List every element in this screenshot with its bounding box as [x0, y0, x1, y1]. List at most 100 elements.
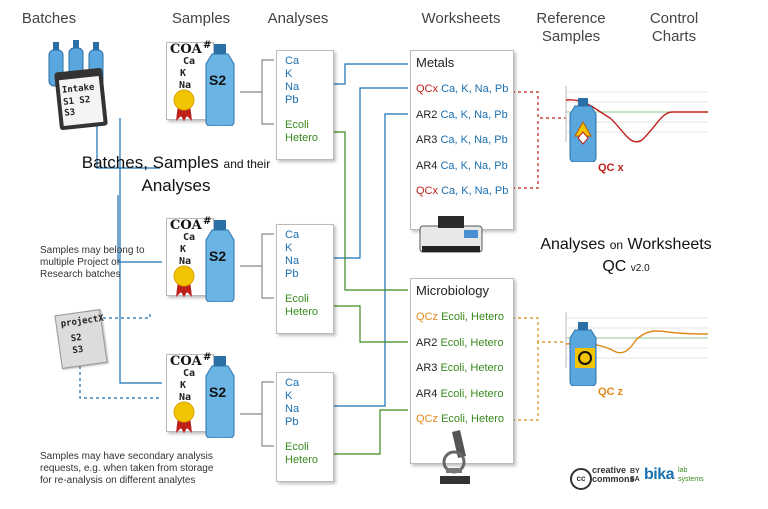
- connector-line: [325, 87, 408, 259]
- connector-line: [240, 233, 274, 267]
- worksheet-row: QCx Ca, K, Na, Pb: [416, 83, 508, 95]
- bika-logo: bika: [644, 466, 675, 483]
- analyses-sheet-3: [276, 372, 334, 482]
- reference-bottle-z-icon: [568, 322, 598, 391]
- connector-line: [325, 131, 408, 291]
- header-reference-samples: Reference Samples: [536, 10, 606, 45]
- connector-line: [512, 118, 539, 189]
- analysis-item: K: [285, 68, 293, 80]
- analysis-item: Ca: [285, 377, 300, 389]
- bika-tagline: lab systems: [678, 466, 704, 484]
- heading-right-version: v2.0: [630, 263, 650, 274]
- worksheet-row: AR3 Ecoli, Hetero: [416, 362, 503, 374]
- connector-line: [117, 195, 162, 263]
- worksheet-row: AR2 Ecoli, Hetero: [416, 337, 503, 349]
- connector-line: [79, 360, 160, 399]
- coa-element: Na: [179, 80, 192, 91]
- worksheet-slot: AR2: [416, 336, 438, 349]
- worksheet-analyses: Ca, K, Na, Pb: [441, 83, 509, 95]
- worksheet-slot: QCx: [416, 83, 438, 95]
- heading-part-3: Analyses: [141, 176, 211, 195]
- cc-text-1: creative: [592, 465, 627, 475]
- projectx-line2: S3: [71, 344, 85, 357]
- heading-batches-samples: Batches, Samples and their Analyses: [56, 152, 296, 197]
- coa-element: K: [180, 380, 187, 391]
- cc-license: BY SA: [630, 468, 640, 484]
- cc-sa: SA: [630, 476, 640, 483]
- heading-part-1: Batches, Samples: [81, 153, 219, 172]
- note-batches: Samples may belong to multiple Project o…: [40, 245, 145, 280]
- analysis-item: Ecoli: [285, 293, 309, 305]
- analysis-item: Ca: [285, 55, 300, 67]
- analysis-item: Na: [285, 81, 300, 93]
- worksheet-slot: QCz: [416, 311, 438, 323]
- reference-label-x: QC x: [598, 162, 624, 174]
- sample-label: S2: [209, 384, 227, 400]
- projectx-line1: S2: [70, 332, 83, 345]
- sample-label: S2: [209, 248, 227, 264]
- coa-element: K: [180, 244, 187, 255]
- coa-title: COA: [170, 218, 202, 233]
- worksheet-analyses: Ecoli, Hetero: [440, 387, 504, 400]
- analysis-item: Pb: [285, 416, 299, 428]
- worksheet-analyses: Ca, K, Na, Pb: [440, 159, 508, 172]
- analyzer-instrument-icon: [418, 214, 484, 261]
- coa-title: COA: [170, 42, 202, 57]
- analysis-item: Hetero: [285, 306, 319, 318]
- header-analyses: Analyses: [267, 10, 329, 27]
- projectx-title: projectX: [60, 313, 105, 330]
- bottle-icon: [204, 356, 236, 443]
- sample-label: S2: [209, 72, 227, 88]
- analysis-item: K: [285, 242, 293, 254]
- heading-right-part-4: QC: [602, 258, 627, 275]
- worksheet-slot: QCx: [416, 185, 438, 197]
- cc-text-2: commons: [592, 474, 635, 484]
- worksheet-row: QCz Ecoli, Hetero: [416, 413, 504, 425]
- worksheet-metals-title: Metals: [416, 55, 455, 70]
- coa-hash: #: [203, 216, 212, 227]
- header-samples: Samples: [171, 10, 231, 27]
- connector-line: [325, 409, 408, 455]
- heading-analyses-worksheets: Analyses on Worksheets QC v2.0: [528, 234, 724, 280]
- worksheet-analyses: Ecoli, Hetero: [441, 311, 505, 323]
- analyses-sheet-1: [276, 50, 334, 160]
- connector-line: [261, 414, 274, 447]
- connector-line: [325, 63, 408, 85]
- worksheet-row: AR4 Ecoli, Hetero: [416, 388, 503, 400]
- worksheet-row: AR3 Ca, K, Na, Pb: [416, 134, 508, 146]
- coa-hash: #: [203, 352, 212, 363]
- analysis-item: Na: [285, 255, 300, 267]
- worksheet-slot: AR2: [416, 108, 438, 121]
- rosette-icon: [172, 400, 196, 439]
- connector-line: [240, 381, 274, 415]
- coa-element: K: [180, 68, 187, 79]
- connector-line: [119, 118, 162, 384]
- reference-bottle-x-icon: [568, 98, 598, 167]
- coa-element: Ca: [183, 56, 196, 67]
- worksheet-slot: AR3: [416, 134, 438, 146]
- worksheet-row: QCz Ecoli, Hetero: [416, 311, 504, 323]
- header-control-charts: Control Charts: [649, 10, 699, 45]
- connector-line: [240, 59, 274, 93]
- header-batches: Batches: [21, 10, 77, 27]
- rosette-icon: [172, 264, 196, 303]
- coa-element: Na: [179, 256, 192, 267]
- bika-lab: lab: [678, 467, 688, 474]
- projectx-clipboard: projectX S2 S3: [54, 309, 108, 369]
- worksheet-slot: QCz: [416, 413, 438, 425]
- connector-line: [512, 91, 566, 119]
- analysis-item: Hetero: [285, 454, 319, 466]
- coa-element: Ca: [183, 232, 196, 243]
- analysis-item: Hetero: [285, 132, 319, 144]
- bika-systems: systems: [678, 476, 704, 483]
- heading-right-part-2: on: [609, 238, 624, 252]
- analysis-item: Pb: [285, 268, 299, 280]
- heading-right-part-3: Worksheets: [627, 236, 712, 253]
- worksheet-analyses: Ecoli, Hetero: [440, 336, 504, 349]
- microscope-icon: [436, 428, 472, 491]
- heading-right-part-1: Analyses: [540, 236, 606, 253]
- worksheet-slot: AR3: [416, 362, 438, 374]
- worksheet-analyses: Ca, K, Na, Pb: [441, 185, 509, 197]
- analysis-item: Pb: [285, 94, 299, 106]
- note-secondary-analysis: Samples may have secondary analysis requ…: [40, 451, 214, 486]
